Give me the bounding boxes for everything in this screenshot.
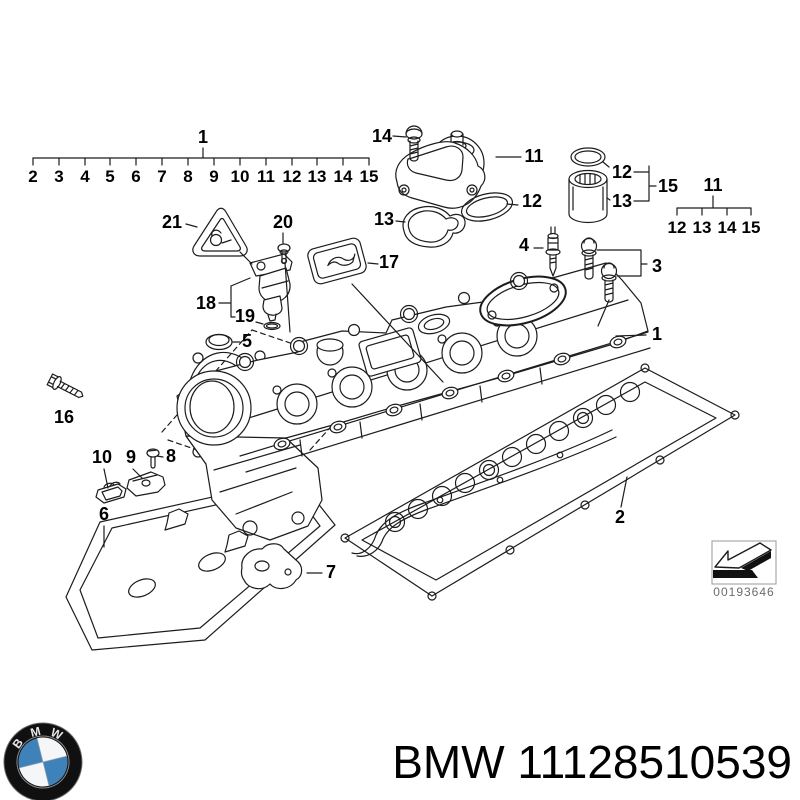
bracket-9-drawing bbox=[126, 471, 166, 497]
part-label-cap-5: 5 bbox=[242, 331, 252, 351]
part-label-sensor-18: 18 bbox=[196, 293, 216, 313]
cap-5-drawing bbox=[205, 333, 233, 351]
part-label-assembly-11: 11 bbox=[703, 175, 722, 195]
vent-valve-drawing bbox=[395, 130, 486, 209]
part-label-clip-10: 10 bbox=[92, 447, 112, 467]
direction-arrow-icon bbox=[714, 542, 772, 569]
part-label-gasket-13: 13 bbox=[374, 209, 394, 229]
glow-plug-drawing bbox=[545, 226, 561, 277]
filter-oring-drawing bbox=[568, 147, 608, 224]
profile-gasket-drawing bbox=[351, 429, 617, 557]
clip-10-drawing bbox=[95, 481, 127, 504]
vent-gasket-drawing bbox=[402, 192, 514, 248]
part-label-15: 15 bbox=[360, 167, 379, 186]
part-label-3: 3 bbox=[54, 167, 63, 186]
part-label-7: 7 bbox=[157, 167, 166, 186]
part-label-assembly-12: 12 bbox=[668, 218, 687, 237]
part-label-bolts-3: 3 bbox=[652, 256, 662, 276]
logo-letter-m: M bbox=[29, 724, 42, 740]
part-label-gasket-2: 2 bbox=[615, 507, 625, 527]
part-label-assembly-13: 13 bbox=[693, 218, 712, 237]
part-label-13: 13 bbox=[308, 167, 327, 186]
part-label-scale-1: 1 bbox=[198, 127, 208, 147]
part-label-valve-11: 11 bbox=[524, 146, 543, 166]
cap-17-drawing bbox=[307, 237, 367, 285]
part-label-screw-20: 20 bbox=[273, 212, 293, 232]
part-label-bracket-9: 9 bbox=[126, 447, 136, 467]
part-label-11: 11 bbox=[257, 167, 275, 186]
screw-8-drawing bbox=[146, 448, 160, 469]
part-label-filter-13: 13 bbox=[612, 191, 632, 211]
screw-20-drawing bbox=[277, 243, 291, 264]
bmw-logo: B M W bbox=[3, 722, 83, 800]
bolt-14-drawing bbox=[405, 125, 423, 162]
bolt-16-drawing bbox=[46, 373, 84, 399]
part-label-assembly-15: 15 bbox=[742, 218, 761, 237]
part-label-2: 2 bbox=[28, 167, 37, 186]
part-number-text: BMW 11128510539 bbox=[392, 736, 792, 788]
main-gasket-drawing bbox=[340, 363, 740, 601]
part-label-cover-1: 1 bbox=[652, 324, 662, 344]
part-label-cover-7: 7 bbox=[326, 562, 336, 582]
part-label-bolt-16: 16 bbox=[54, 407, 74, 427]
part-label-oring-19: 19 bbox=[235, 306, 255, 326]
stamp-code: 00193646 bbox=[713, 585, 774, 599]
part-label-10: 10 bbox=[231, 167, 250, 186]
part-label-14: 14 bbox=[334, 167, 353, 186]
part-label-oring-12: 12 bbox=[612, 162, 632, 182]
part-label-assembly-14: 14 bbox=[718, 218, 737, 237]
part-label-screw-8: 8 bbox=[166, 446, 176, 466]
part-label-plug-4: 4 bbox=[519, 235, 529, 255]
part-label-warning-21: 21 bbox=[162, 212, 182, 232]
warning-triangle-drawing bbox=[192, 207, 248, 257]
part-label-8: 8 bbox=[183, 167, 192, 186]
stamp-box: 00193646 bbox=[711, 540, 777, 599]
callout-labels: 1 2 3 4 5 6 7 8 9 10 11 12 13 14 15 14 1… bbox=[28, 126, 760, 582]
leader-lines bbox=[32, 135, 752, 574]
sensor-drawing bbox=[249, 253, 293, 331]
part-label-cap-17: 17 bbox=[379, 252, 399, 272]
part-label-shield-6: 6 bbox=[99, 504, 109, 524]
part-label-6: 6 bbox=[131, 167, 140, 186]
part-label-oval-12: 12 bbox=[522, 191, 542, 211]
bolts-3-drawing bbox=[580, 237, 618, 303]
part-label-set-15: 15 bbox=[658, 176, 678, 196]
part-label-4: 4 bbox=[80, 167, 90, 186]
cover-plate-drawing bbox=[240, 543, 303, 590]
part-label-12: 12 bbox=[283, 167, 302, 186]
part-label-bolt-14: 14 bbox=[372, 126, 392, 146]
part-label-5: 5 bbox=[105, 167, 114, 186]
part-label-9: 9 bbox=[209, 167, 218, 186]
